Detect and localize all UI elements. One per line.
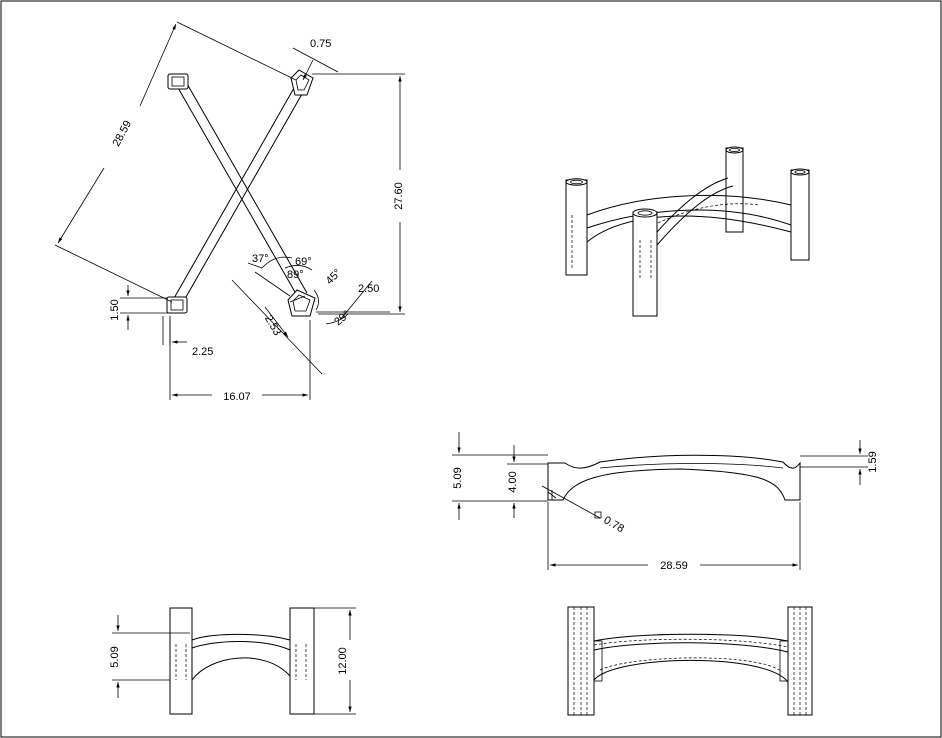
dim-16-07: 16.07 [169, 318, 311, 403]
dim-12-00: 12.00 [314, 607, 356, 715]
dim-text-16-07: 16.07 [223, 391, 251, 403]
dim-text-2-53: 2.53 [262, 313, 283, 338]
dim-text-12-00: 12.00 [337, 647, 349, 675]
angle-text-45: 45° [324, 267, 344, 287]
front-view: 5.09 4.00 1.59 0.78 [452, 432, 879, 572]
dim-text-5-09-side: 5.09 [109, 646, 121, 667]
dim-text-1-59: 1.59 [867, 451, 879, 472]
dim-1-50: 1.50 [109, 285, 168, 330]
dim-text-0-78: 0.78 [602, 514, 627, 535]
top-view: 28.59 0.75 27.60 1.50 [54, 21, 405, 403]
angle-text-69: 69° [295, 256, 312, 268]
dim-text-4-00: 4.00 [507, 471, 519, 492]
dim-2-53: 2.53 [231, 279, 323, 375]
dim-1-59: 1.59 [800, 440, 879, 485]
isometric-view [565, 146, 810, 317]
dim-2-25: 2.25 [162, 316, 213, 358]
dim-5-09-side: 5.09 [109, 615, 190, 698]
dim-text-28-59: 28.59 [111, 119, 135, 149]
dim-4-00: 4.00 [507, 445, 548, 518]
dim-0-78: 0.78 [541, 485, 627, 535]
angle-text-37: 37° [252, 253, 269, 265]
dim-text-1-50: 1.50 [109, 299, 121, 320]
dim-28-59-front: 28.59 [547, 502, 801, 572]
angle-dims: 37° 69° 89° 45° 29° [247, 253, 353, 328]
dim-text-0-75: 0.75 [310, 38, 331, 50]
x-frame-pads [166, 69, 316, 317]
dim-text-2-50: 2.50 [358, 283, 379, 295]
dim-5-09-front: 5.09 [452, 432, 548, 520]
dim-0-75: 0.75 [292, 38, 339, 81]
rear-view [567, 606, 813, 716]
dim-27-60: 27.60 [312, 73, 405, 315]
angle-text-89: 89° [287, 269, 304, 281]
side-view: 5.09 12.00 [109, 607, 356, 715]
angle-text-29: 29° [332, 308, 352, 328]
dim-text-2-25: 2.25 [192, 346, 213, 358]
dim-text-28-59-front: 28.59 [660, 560, 688, 572]
dim-2-50: 2.50 [316, 280, 390, 321]
dim-text-5-09-front: 5.09 [452, 467, 464, 488]
dim-text-27-60: 27.60 [393, 182, 405, 210]
x-frame-bars [172, 81, 308, 305]
